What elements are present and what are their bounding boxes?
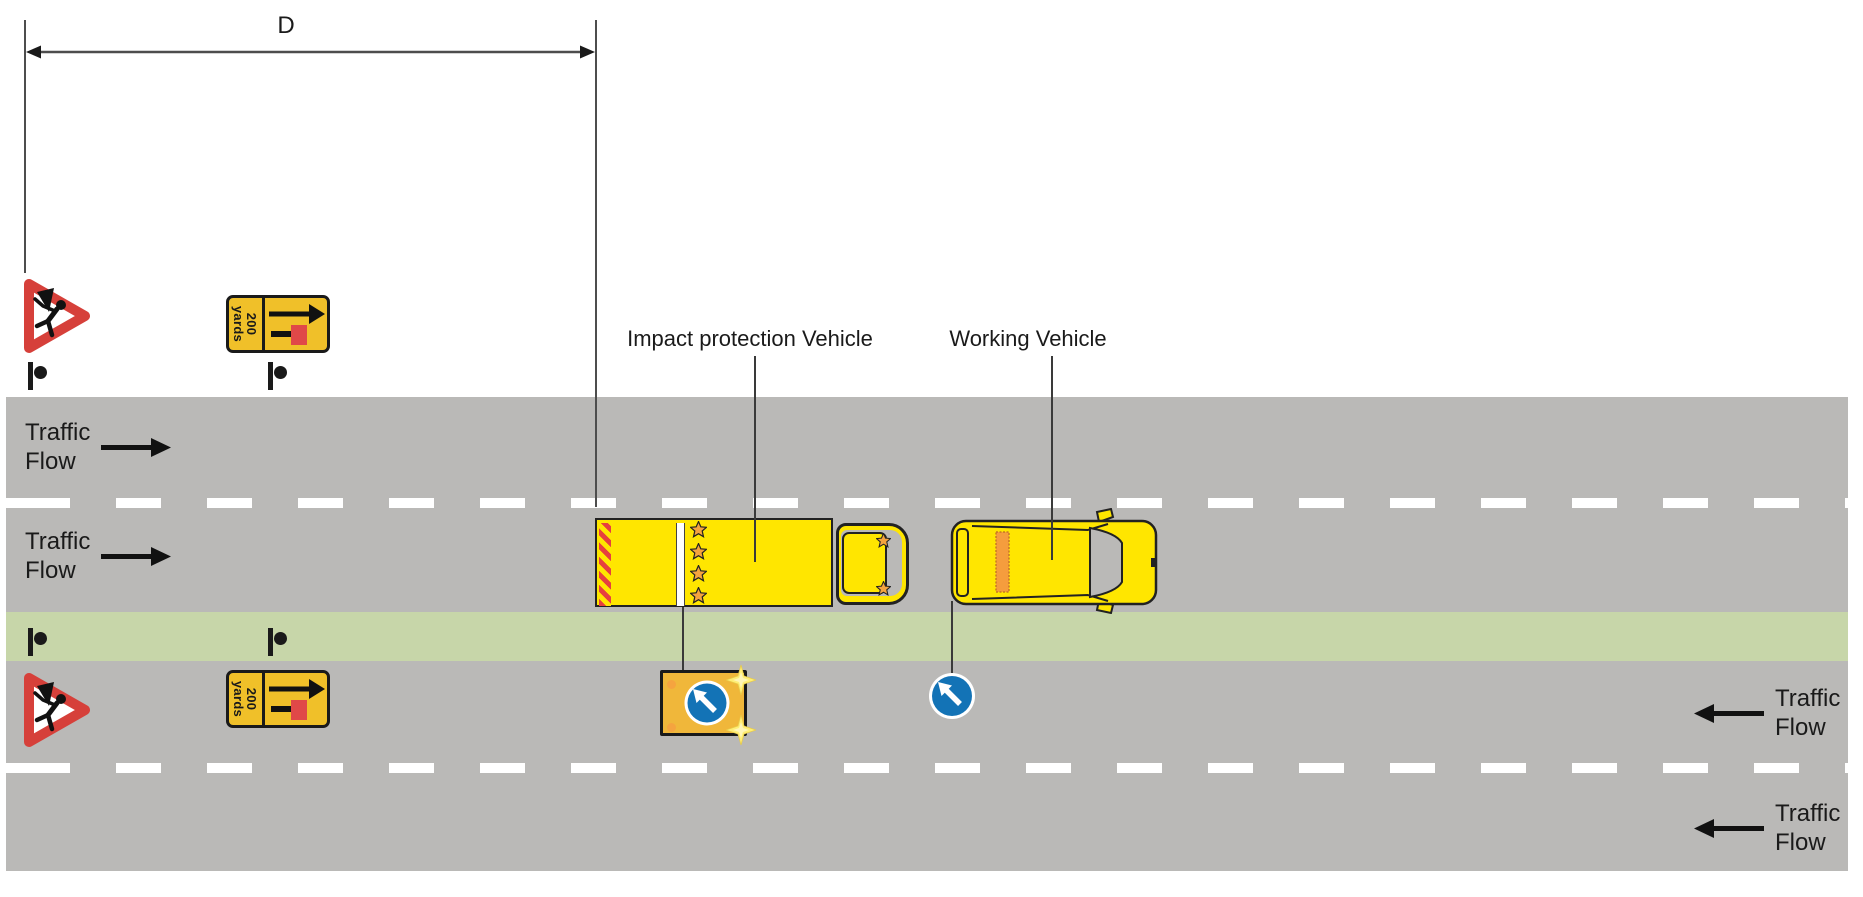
- orange-stripe: [995, 531, 1010, 593]
- roof-lines: [971, 523, 1109, 602]
- dimension-label: D: [277, 12, 295, 39]
- lane-closure-pictogram: [265, 673, 329, 725]
- distance-unit: yards: [231, 680, 247, 718]
- ipv-cab-roof: [842, 532, 887, 594]
- post-dot: [274, 632, 287, 645]
- distance-plate: 200 yards: [229, 673, 265, 725]
- wing-mirror: [1095, 508, 1115, 524]
- flashing-arrow-board-sign: [660, 665, 756, 745]
- board-lamp: [667, 723, 676, 732]
- leader-line-arrow-board: [682, 607, 684, 671]
- impact-protection-vehicle: [595, 517, 837, 609]
- working-vehicle: [950, 508, 1158, 614]
- traffic-flow-lane2: Traffic Flow: [25, 527, 172, 585]
- post-dot: [274, 366, 287, 379]
- traffic-flow-text: Traffic Flow: [25, 418, 90, 476]
- van-body: [950, 519, 1158, 606]
- post-bar: [268, 362, 273, 390]
- distance-plate: 200 yards: [229, 298, 265, 350]
- right-arrow-icon: [101, 438, 172, 457]
- flash-sparkle-icon: [726, 715, 756, 745]
- impact-vehicle-label: Impact protection Vehicle: [627, 326, 873, 351]
- traffic-flow-line2: Flow: [25, 557, 76, 584]
- lane-closed-icon: [269, 304, 325, 345]
- lane-closed-icon: [269, 679, 325, 720]
- traffic-flow-lane4: Traffic Flow: [1694, 799, 1840, 857]
- post-bar: [28, 628, 33, 656]
- sign-post-icon: [27, 627, 49, 657]
- traffic-flow-line2: Flow: [25, 448, 76, 475]
- beacon-star-icon: [876, 533, 891, 548]
- lane-closure-200yards-sign: 200 yards: [226, 295, 330, 353]
- carriageway: [6, 397, 1848, 871]
- leader-line-impact-vehicle: [754, 356, 756, 562]
- distance-value: 200: [244, 687, 260, 711]
- dimension-arrow-line: [26, 45, 595, 59]
- distance-plate-text: 200 yards: [231, 680, 260, 718]
- ipv-cab: [836, 523, 909, 605]
- post-bar: [268, 628, 273, 656]
- central-reserve-verge: [6, 612, 1848, 661]
- distance-value: 200: [244, 312, 260, 336]
- keep-left-sign-icon: [684, 680, 730, 726]
- front-detail: [1151, 558, 1155, 567]
- lane-closure-200yards-sign: 200 yards: [226, 670, 330, 728]
- board-lamp: [667, 680, 676, 689]
- traffic-flow-line2: Flow: [1775, 829, 1826, 856]
- traffic-flow-text: Traffic Flow: [1775, 684, 1840, 742]
- traffic-flow-text: Traffic Flow: [25, 527, 90, 585]
- beacon-star-icon: [690, 521, 707, 538]
- ipv-white-stripe: [676, 523, 685, 606]
- leader-line-keep-left-sign: [951, 601, 953, 676]
- lane-divider-dashed-bottom: [6, 763, 1848, 773]
- beacon-star-icon: [690, 543, 707, 560]
- traffic-flow-lane3: Traffic Flow: [1694, 684, 1840, 742]
- post-bar: [28, 362, 33, 390]
- right-arrow-icon: [101, 547, 172, 566]
- sign-post-icon: [27, 361, 49, 391]
- ipv-flatbed: [595, 518, 833, 607]
- traffic-flow-line2: Flow: [1775, 714, 1826, 741]
- sign-post-icon: [267, 627, 289, 657]
- working-vehicle-label: Working Vehicle: [949, 326, 1107, 351]
- traffic-flow-line1: Traffic: [1775, 800, 1841, 827]
- traffic-flow-lane1: Traffic Flow: [25, 418, 172, 476]
- flash-sparkle-icon: [726, 665, 756, 695]
- roadworks-warning-sign-icon: [24, 279, 90, 353]
- roadworks-warning-sign-icon: [24, 673, 90, 747]
- lane-divider-dashed-top: [6, 498, 1848, 508]
- traffic-flow-line1: Traffic: [25, 419, 91, 446]
- ipv-rear-chevron: [599, 523, 611, 606]
- keep-left-sign-icon: [929, 673, 975, 719]
- van-rear: [956, 528, 969, 597]
- distance-unit: yards: [231, 305, 247, 343]
- post-dot: [34, 632, 47, 645]
- leader-line-working-vehicle: [1051, 356, 1053, 560]
- lane-closure-pictogram: [265, 298, 329, 350]
- traffic-flow-text: Traffic Flow: [1775, 799, 1840, 857]
- beacon-star-icon: [876, 581, 891, 596]
- beacon-star-icon: [690, 587, 707, 604]
- post-dot: [34, 366, 47, 379]
- beacon-star-icon: [690, 565, 707, 582]
- left-arrow-icon: [1694, 704, 1764, 723]
- sign-post-icon: [267, 361, 289, 391]
- dimension-extension-line-left: [24, 20, 26, 273]
- dimension-extension-line-right: [595, 20, 597, 507]
- traffic-flow-line1: Traffic: [1775, 685, 1841, 712]
- windshield: [1089, 526, 1123, 599]
- distance-plate-text: 200 yards: [231, 305, 260, 343]
- traffic-flow-line1: Traffic: [25, 528, 91, 555]
- left-arrow-icon: [1694, 819, 1764, 838]
